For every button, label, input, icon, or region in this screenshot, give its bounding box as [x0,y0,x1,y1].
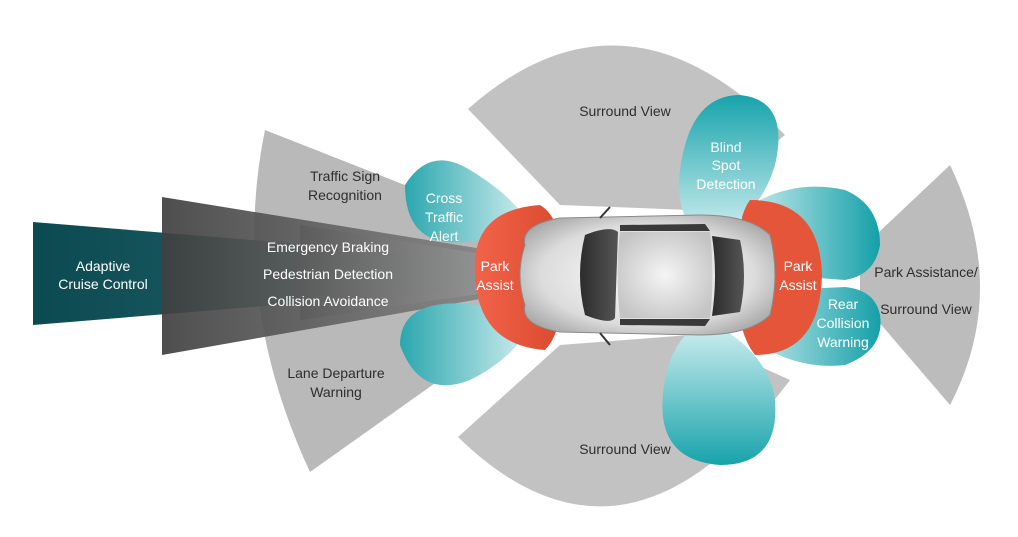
emergency-braking-label: Emergency Braking [267,239,389,255]
collision-avoidance-label: Collision Avoidance [267,293,388,309]
traffic-sign-label-1: Traffic Sign [310,168,380,184]
cross-traffic-label-2: Traffic [425,209,463,225]
blind-spot-lobe [678,95,779,230]
park-assistance-label-1: Park Assistance/ [874,264,978,280]
side-rear-lobe-bottom [662,330,776,465]
mirror-bottom [599,332,611,346]
rear-park-fan-zone [860,165,980,405]
rear-collision-label-1: Rear [828,296,859,312]
cross-traffic-label-3: Alert [430,228,459,244]
adaptive-cruise-label-1: Adaptive [76,258,131,274]
lane-departure-label-1: Lane Departure [287,365,385,381]
mid-range-beam [300,225,520,320]
pedestrian-detection-label: Pedestrian Detection [263,266,393,282]
car-rear-window [712,236,744,316]
car-side-window-top [620,224,710,231]
blind-spot-label-1: Blind [710,139,741,155]
park-assist-rear-label-2: Assist [779,277,816,293]
park-assist-rear-label-1: Park [784,258,814,274]
traffic-sign-label-2: Recognition [308,187,382,203]
car-roof [617,232,713,318]
surround-view-bottom-label: Surround View [579,441,671,457]
blind-spot-label-3: Detection [696,176,755,192]
car-windshield [580,229,618,321]
park-assist-front-label-2: Assist [476,277,513,293]
car-top-view [519,206,776,346]
cross-traffic-label-1: Cross [426,190,463,206]
adaptive-cruise-label-2: Cruise Control [58,276,147,292]
car-side-window-bottom [620,319,710,326]
rear-collision-label-2: Collision [817,315,870,331]
surround-view-top-label: Surround View [579,103,671,119]
lane-departure-label-2: Warning [310,384,362,400]
blind-spot-label-2: Spot [712,157,741,173]
park-assist-front-label-1: Park [481,258,511,274]
park-assistance-label-2: Surround View [880,301,972,317]
rear-collision-label-3: Warning [817,334,869,350]
mirror-top [599,206,611,219]
